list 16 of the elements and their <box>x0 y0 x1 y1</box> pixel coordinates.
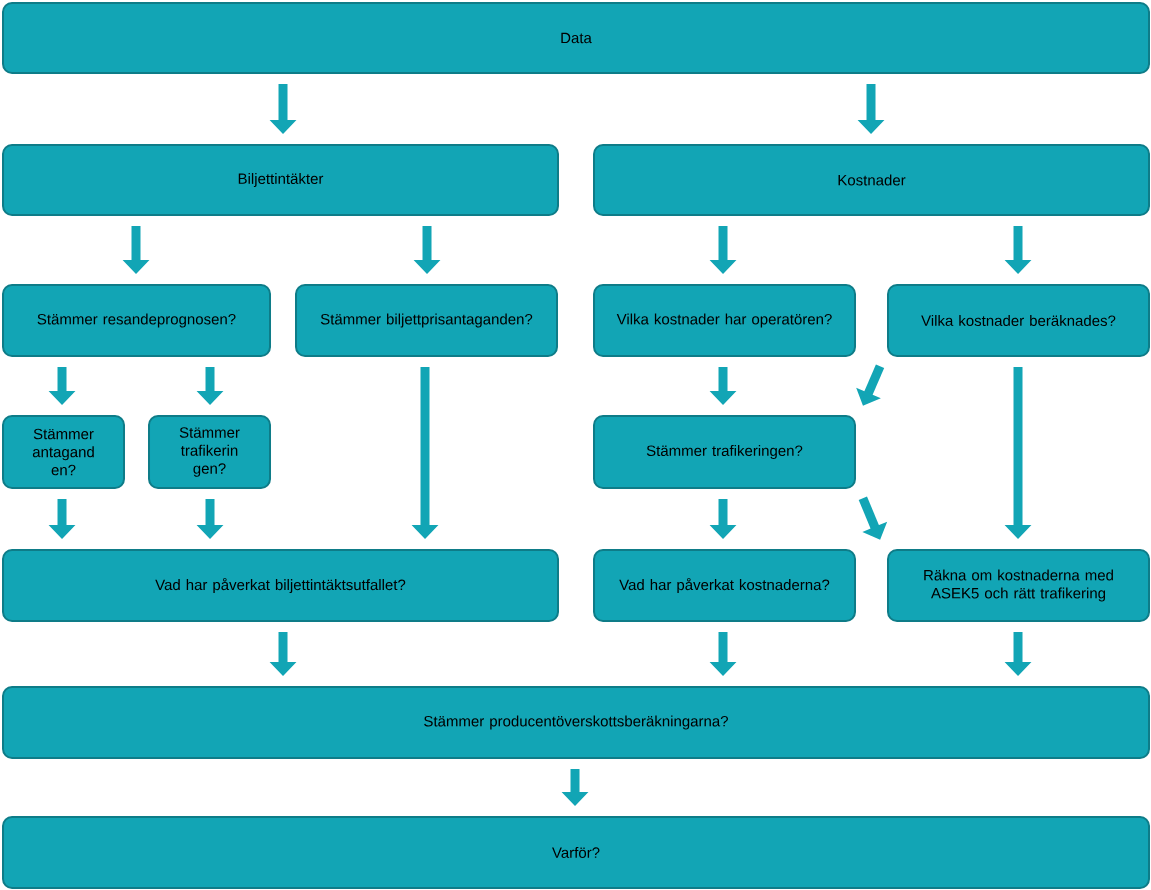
process-box: Stämmer trafikeringen? <box>593 415 856 489</box>
arrow <box>858 496 888 540</box>
process-box: Vad har påverkat kostnaderna? <box>593 549 856 622</box>
process-box: Räkna om kostnaderna med ASEK5 och rätt trafikering <box>887 549 1150 622</box>
process-box: Stämmer trafikerin gen? <box>148 415 271 489</box>
process-box: Varför? <box>2 816 1150 889</box>
process-box: Stämmer antagand en? <box>2 415 125 489</box>
process-box: Stämmer producentöverskottsberäkningarna? <box>2 686 1150 759</box>
process-box: Biljettintäkter <box>2 144 559 216</box>
process-box: Vad har påverkat biljettintäktsutfallet? <box>2 549 559 622</box>
process-box: Data <box>2 2 1150 74</box>
process-box: Kostnader <box>593 144 1150 216</box>
process-box: Stämmer resandeprognosen? <box>2 284 271 357</box>
process-box: Stämmer biljettprisantaganden? <box>295 284 558 357</box>
process-box: Vilka kostnader har operatören? <box>593 284 856 357</box>
process-box: Vilka kostnader beräknades? <box>887 284 1150 357</box>
